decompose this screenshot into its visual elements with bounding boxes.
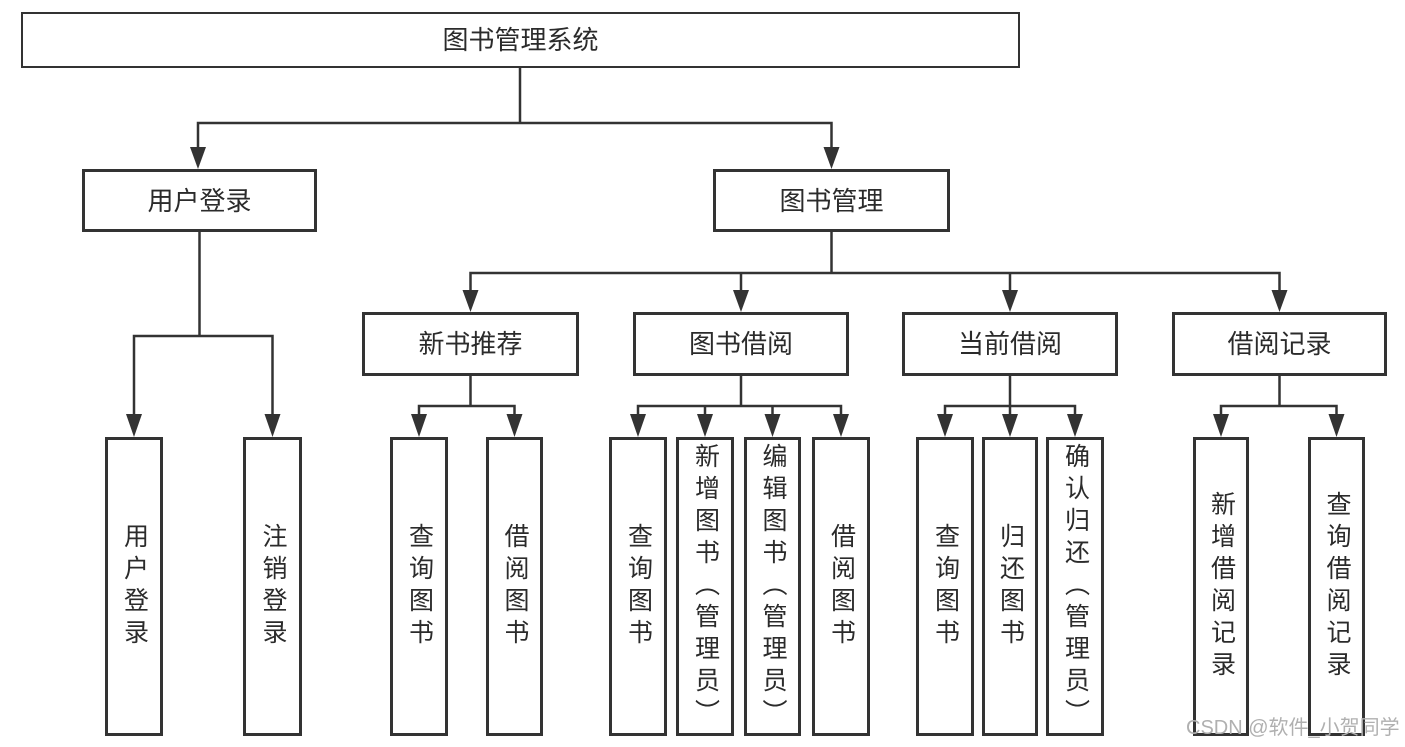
leaf-newbook-query: 查询图书: [390, 437, 448, 736]
leaf-current-confirm: 确认归还（管理员）: [1046, 437, 1104, 736]
leaf-borrow-borrow: 借阅图书: [812, 437, 870, 736]
leaf-borrow-edit-label: 编辑图书（管理员）: [759, 442, 787, 731]
node-book-borrowing: 图书借阅: [633, 312, 849, 376]
node-book-management-label: 图书管理: [779, 185, 884, 216]
leaf-records-add: 新增借阅记录: [1193, 437, 1249, 736]
leaf-borrow-query: 查询图书: [609, 437, 667, 736]
leaf-records-query: 查询借阅记录: [1308, 437, 1365, 736]
leaf-user-login: 用户登录: [105, 437, 163, 736]
node-borrowing-records: 借阅记录: [1172, 312, 1387, 376]
leaf-borrow-add-label: 新增图书（管理员）: [691, 442, 720, 731]
leaf-borrow-borrow-label: 借阅图书: [827, 522, 856, 651]
leaf-current-return: 归还图书: [982, 437, 1038, 736]
node-root-label: 图书管理系统: [442, 25, 599, 55]
node-borrowing-records-label: 借阅记录: [1227, 329, 1332, 359]
node-user-login-label: 用户登录: [147, 185, 252, 216]
leaf-records-add-label: 新增借阅记录: [1207, 490, 1236, 683]
node-new-book-recommend: 新书推荐: [362, 312, 579, 376]
leaf-current-query: 查询图书: [916, 437, 974, 736]
node-book-borrowing-label: 图书借阅: [688, 329, 793, 359]
leaf-newbook-borrow-label: 借阅图书: [501, 522, 529, 651]
leaf-current-return-label: 归还图书: [996, 522, 1025, 651]
leaf-borrow-edit: 编辑图书（管理员）: [744, 437, 801, 736]
node-current-borrowing-label: 当前借阅: [957, 329, 1062, 359]
node-current-borrowing: 当前借阅: [902, 312, 1118, 376]
leaf-current-query-label: 查询图书: [931, 522, 960, 651]
node-user-login: 用户登录: [82, 169, 317, 232]
leaf-user-login-label: 用户登录: [120, 522, 149, 651]
leaf-newbook-borrow: 借阅图书: [486, 437, 543, 736]
node-new-book-recommend-label: 新书推荐: [418, 329, 523, 359]
leaf-borrow-query-label: 查询图书: [624, 522, 653, 651]
node-book-management: 图书管理: [713, 169, 950, 232]
leaf-records-query-label: 查询借阅记录: [1323, 490, 1351, 683]
leaf-borrow-add: 新增图书（管理员）: [676, 437, 734, 736]
leaf-logout: 注销登录: [243, 437, 302, 736]
node-root: 图书管理系统: [21, 12, 1020, 68]
csdn-watermark: CSDN @软件_小贺同学: [1186, 717, 1400, 739]
leaf-logout-label: 注销登录: [259, 522, 287, 651]
leaf-newbook-query-label: 查询图书: [405, 522, 434, 651]
leaf-current-confirm-label: 确认归还（管理员）: [1061, 442, 1090, 731]
